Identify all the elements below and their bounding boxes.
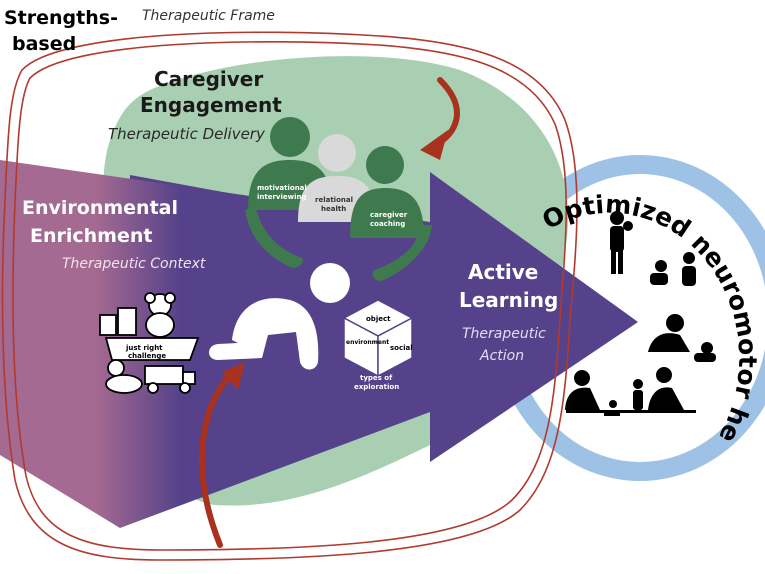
active-subtitle-line2: Action [479, 348, 524, 364]
active-title-line2: Learning [459, 288, 558, 312]
relational-label-line2: health [321, 205, 346, 213]
cube-right-label: social [390, 344, 413, 352]
caregiver-title-line1: Caregiver [154, 67, 263, 91]
relational-label-line1: relational [315, 196, 353, 204]
red-curved-arrows [198, 77, 460, 548]
outcome-silhouettes [565, 211, 716, 416]
caregiver-title-line2: Engagement [140, 93, 282, 117]
coaching-label-line1: caregiver [370, 211, 408, 219]
crawling-baby-figure [209, 263, 350, 370]
frame-title-line1: Strengths- [4, 7, 118, 29]
cube-left-label: environment [346, 339, 389, 346]
cube-top-label: object [366, 315, 391, 323]
environmental-enrichment-triangle [0, 160, 430, 528]
caregiver-figures [245, 117, 432, 281]
exploration-cube [342, 299, 414, 378]
active-title-line1: Active [468, 260, 538, 284]
toy-pile-illustration [99, 292, 200, 394]
exploration-label-line1: types of [360, 374, 393, 382]
frame-subtitle: Therapeutic Frame [142, 8, 275, 24]
toy-label-line2: challenge [128, 352, 166, 360]
coaching-label-line2: coaching [370, 220, 405, 228]
therapeutic-frame [1, 31, 578, 561]
environment-title-line1: Environmental [22, 197, 178, 219]
environment-title-line2: Enrichment [30, 225, 152, 247]
environment-subtitle: Therapeutic Context [62, 256, 206, 272]
toy-label-line1: just right [125, 344, 163, 352]
caregiver-subtitle: Therapeutic Delivery [108, 125, 266, 143]
frame-title-line2: based [12, 33, 76, 55]
motivational-label-line1: motivational [257, 184, 307, 192]
active-subtitle-line1: Therapeutic [462, 326, 546, 342]
exploration-label-line2: exploration [354, 383, 399, 391]
motivational-label-line2: interviewing [257, 193, 307, 201]
